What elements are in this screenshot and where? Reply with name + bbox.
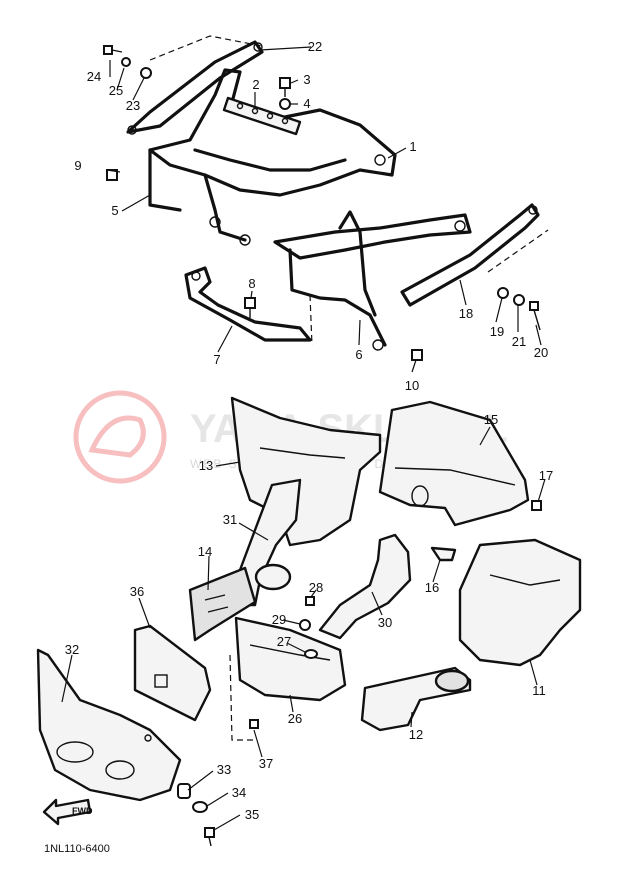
grommet-33-icon (177, 783, 191, 799)
diagram-code: 1NL110-6400 (44, 843, 110, 855)
screw-35-icon (204, 827, 215, 847)
part-26-duct-lower (234, 616, 347, 702)
bolt-24-icon (103, 45, 123, 55)
callout-34: 34 (232, 785, 246, 800)
part-31-duct (236, 478, 302, 607)
callout-7: 7 (213, 352, 220, 367)
part-12-duct (360, 666, 472, 732)
callout-36: 36 (130, 584, 144, 599)
callout-33: 33 (217, 762, 231, 777)
bolt-9-icon (106, 169, 118, 181)
callout-24: 24 (87, 69, 101, 84)
forward-arrow-icon: FWD (42, 798, 93, 826)
leader-lines (61, 46, 546, 831)
nut-29-icon (299, 619, 311, 631)
nut-4-icon (279, 98, 291, 110)
callout-6: 6 (355, 347, 362, 362)
watermark-logo-icon (73, 390, 167, 484)
callouts: 1 2 3 4 5 6 7 8 9 10 11 12 13 14 15 16 1… (65, 39, 553, 822)
callout-25: 25 (109, 83, 123, 98)
fwd-label: FWD (72, 806, 93, 816)
callout-17: 17 (539, 468, 553, 483)
part-36-grille (133, 624, 212, 722)
bolt-8-icon (244, 297, 256, 318)
callout-29: 29 (272, 612, 286, 627)
callout-20: 20 (534, 345, 548, 360)
callout-27: 27 (277, 634, 291, 649)
part-22-bracket (126, 40, 264, 135)
part-16-clip-icon (430, 546, 457, 562)
part-2-plate (222, 96, 302, 136)
washer-23-icon (140, 67, 152, 79)
callout-3: 3 (303, 72, 310, 87)
callout-31: 31 (223, 512, 237, 527)
dashed-guide (149, 35, 263, 61)
callout-35: 35 (245, 807, 259, 822)
callout-30: 30 (378, 615, 392, 630)
washer-25-icon (121, 57, 131, 67)
callout-22: 22 (308, 39, 322, 54)
part-1-main-stay (148, 68, 397, 246)
callout-18: 18 (459, 306, 473, 321)
bolt-37-icon (249, 719, 259, 729)
callout-9: 9 (74, 158, 81, 173)
collar-34-icon (192, 801, 208, 813)
callout-19: 19 (490, 324, 504, 339)
callout-23: 23 (126, 98, 140, 113)
part-11-side-cover (458, 538, 582, 667)
callout-15: 15 (484, 412, 498, 427)
bolt-28-icon (305, 596, 315, 606)
dashed-guide (309, 294, 313, 346)
bolt-10-icon (411, 349, 423, 361)
callout-5: 5 (111, 203, 118, 218)
bolt-20-icon (529, 301, 541, 331)
callout-26: 26 (288, 711, 302, 726)
part-17-screw-icon (531, 500, 542, 511)
callout-13: 13 (199, 458, 213, 473)
bolt-3-icon (279, 77, 291, 97)
washer-21-icon (513, 294, 525, 306)
dashed-guide (229, 654, 255, 741)
part-6-stay (273, 210, 472, 351)
part-30-duct (318, 533, 412, 640)
callout-1: 1 (409, 139, 416, 154)
callout-2: 2 (252, 77, 259, 92)
callout-14: 14 (198, 544, 212, 559)
callout-21: 21 (512, 334, 526, 349)
part-18-rail (400, 203, 540, 307)
part-14-duct (188, 566, 257, 642)
callout-10: 10 (405, 378, 419, 393)
callout-16: 16 (425, 580, 439, 595)
callout-11: 11 (532, 683, 546, 698)
dashed-guide (487, 229, 549, 273)
callout-28: 28 (309, 580, 323, 595)
callout-12: 12 (409, 727, 423, 742)
washer-19-icon (497, 287, 509, 299)
callout-8: 8 (248, 276, 255, 291)
callout-32: 32 (65, 642, 79, 657)
callout-37: 37 (259, 756, 273, 771)
grommet-27-icon (304, 649, 318, 659)
watermark-logo-mark-icon (88, 415, 146, 458)
part-32-lower-cowl (36, 648, 182, 802)
part-15-side-cover (378, 400, 530, 527)
callout-4: 4 (303, 96, 310, 111)
part-7-stay (184, 266, 312, 342)
